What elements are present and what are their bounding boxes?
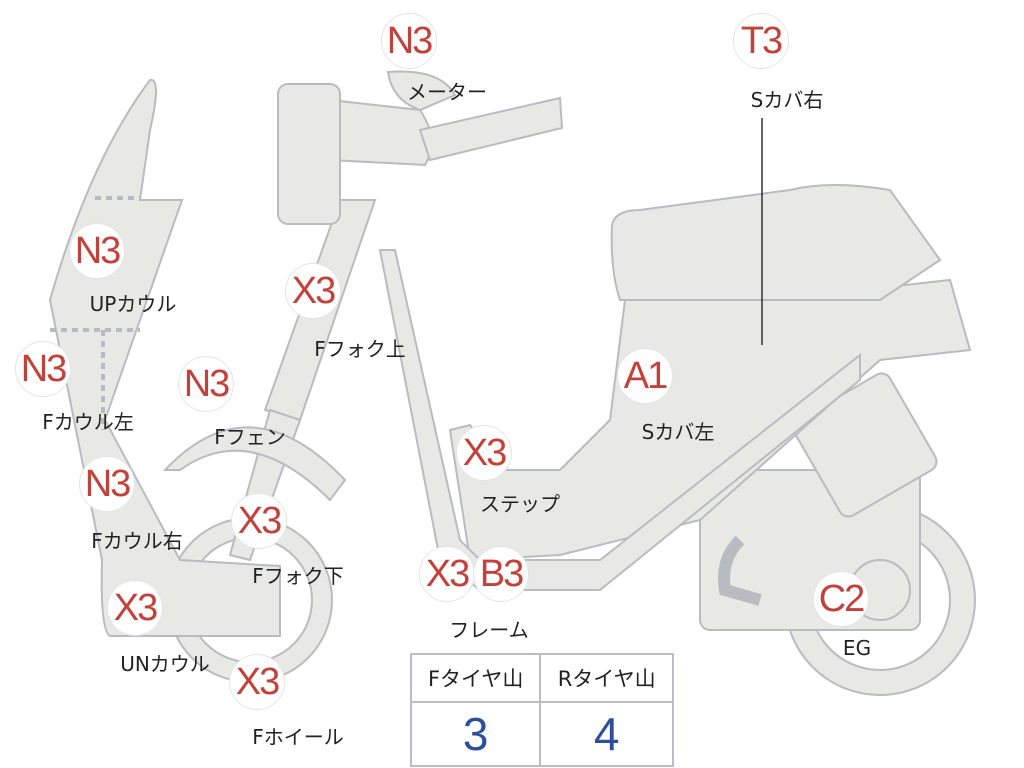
f-fender-label: Fフェン <box>214 425 286 449</box>
f-fork-upper-code-badge: X3 <box>285 263 341 319</box>
meter <box>386 70 457 112</box>
front-fender <box>162 426 347 502</box>
headlight <box>277 83 341 225</box>
f-wheel-code-badge: X3 <box>229 654 285 710</box>
f-wheel-label: Fホイール <box>252 725 344 749</box>
frame-code-badge: X3 <box>419 546 475 602</box>
rear-tire-header: Rタイヤ山 <box>539 653 674 703</box>
f-cowl-left-code-badge: N3 <box>15 341 71 397</box>
s-cover-right-label: Sカバ右 <box>750 88 824 112</box>
f-fender-code-badge: N3 <box>178 356 234 412</box>
frame-code2-badge: B3 <box>473 546 529 602</box>
step-code-badge: X3 <box>456 425 512 481</box>
s-cover-right-code-badge: T3 <box>733 13 789 69</box>
meter-code-badge: N3 <box>381 13 437 69</box>
rear-tire-value: 4 <box>539 701 674 767</box>
frame-label: フレーム <box>449 618 529 642</box>
seat <box>610 184 942 301</box>
f-cowl-right-label: Fカウル右 <box>91 529 183 553</box>
engine-label: EG <box>842 636 872 660</box>
step-label: ステップ <box>480 492 560 516</box>
up-cowl-code-badge: N3 <box>69 223 125 279</box>
f-cowl-left-label: Fカウル左 <box>42 410 134 434</box>
s-cover-left-code-badge: A1 <box>617 348 673 404</box>
s-cover-left-label: Sカバ左 <box>641 420 715 444</box>
under-cowl-label: UNカウル <box>120 652 210 676</box>
tire-tread-table: Fタイヤ山 Rタイヤ山 3 4 <box>409 653 674 767</box>
f-fork-lower-label: Fフォク下 <box>252 564 344 588</box>
f-cowl-right-code-badge: N3 <box>79 456 135 512</box>
front-tire-value: 3 <box>409 701 542 767</box>
engine-code-badge: C2 <box>813 571 869 627</box>
under-cowl-code-badge: X3 <box>107 580 163 636</box>
front-tire-header: Fタイヤ山 <box>409 653 542 703</box>
up-cowl-label: UPカウル <box>89 292 177 316</box>
meter-label: メーター <box>407 80 487 104</box>
f-fork-upper-label: Fフォク上 <box>314 337 406 361</box>
f-fork-lower-code-badge: X3 <box>231 493 287 549</box>
